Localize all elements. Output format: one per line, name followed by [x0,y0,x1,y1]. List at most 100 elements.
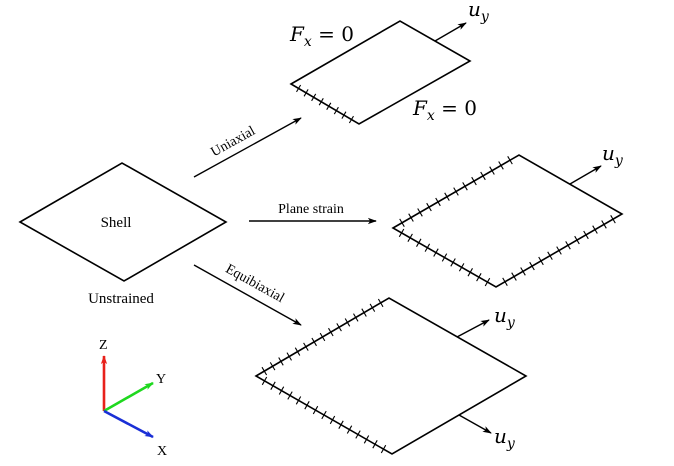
hatch-tick [321,410,327,420]
hatch-tick [278,357,284,366]
hatch-tick [261,366,268,376]
hatch-tick [574,235,580,245]
hatch-tick [369,303,376,312]
hatch-tick [520,267,526,276]
shell-label: Shell [101,215,132,231]
hatch-tick [458,263,465,272]
x-axis-label: X [157,444,167,459]
uniaxial-displacement-label: uy [468,0,490,25]
hatch-tick [450,258,456,267]
plane-strain-displacement-label: uy [602,141,624,169]
unstrained-shell [18,162,228,282]
hatch-tick [361,308,367,317]
hatch-tick [353,313,359,322]
hatch-tick [311,337,317,347]
hatch-tick [453,187,459,196]
hatch-tick [502,277,508,286]
hatch-tick [417,208,423,217]
hatch-tick [278,386,285,395]
hatch-tick [261,376,268,386]
hatch-tick [462,182,468,191]
hatch-tick [467,268,473,277]
hatch-tick [287,391,293,400]
uniaxial-displacement-arrow [434,22,467,42]
x-axis-arrow [103,409,154,439]
plane-strain-shell [391,154,624,288]
hatch-tick [344,318,351,327]
hatch-tick [471,176,477,186]
hatch-tick [480,171,486,181]
equibiaxial-displacement-bottom-arrow [458,414,492,434]
hatch-tick [498,161,504,170]
hatch-tick [489,166,495,175]
equibiaxial-displacement-bottom-label: uy [494,424,516,452]
hatch-tick [407,233,413,242]
hatch-tick [269,362,276,371]
hatch-tick [294,347,301,356]
hatch-tick [295,396,302,405]
hatch-tick [441,253,448,262]
hatch-tick [444,192,450,201]
hatch-tick [338,420,344,429]
hatch-tick [329,415,336,425]
hatch-tick [529,261,535,271]
hatch-tick [346,425,353,434]
hatch-tick [304,401,310,410]
hatch-tick [433,248,439,257]
plane-strain-label: Plane strain [278,202,344,217]
hatch-tick [348,115,354,124]
equibiaxial-shell [254,297,528,455]
y-axis-arrow [103,381,154,413]
unstrained-caption: Unstrained [88,291,154,307]
hatch-tick [592,225,598,234]
equibiaxial-displacement-top-label: uy [494,303,516,331]
equibiaxial-displacement-top-arrow [456,319,490,338]
hatch-tick [341,111,347,119]
hatch-tick [565,241,571,250]
hatch-tick [319,332,326,342]
hatch-tick [424,243,431,252]
hatch-tick [336,323,342,332]
z-axis-label: Z [99,338,108,353]
hatch-tick [303,342,309,351]
uniaxial-force-bottom-label: Fx = 0 [412,96,477,124]
hatch-tick [380,444,387,454]
hatch-tick [511,272,517,281]
hatch-tick [333,106,339,115]
hatch-tick [355,430,361,439]
plane-strain-displacement-arrow [569,165,602,185]
hatch-tick [484,277,491,287]
hatch-tick [311,93,317,102]
hatch-tick [286,352,292,361]
hatch-tick [426,202,432,212]
hatch-tick [435,197,441,207]
hatch-tick [312,405,319,415]
hatch-tick [328,327,334,337]
hatch-tick [408,213,414,222]
hatch-tick [326,102,332,110]
hatch-tick [377,298,384,308]
hatch-tick [507,156,513,165]
uniaxial-force-top-label: Fx = 0 [289,22,354,50]
hatch-tick [583,230,589,240]
hatch-tick [399,218,405,227]
hatch-tick [303,89,309,97]
hatch-tick [318,98,324,106]
hatch-tick [601,220,607,229]
hatch-tick [538,256,544,266]
uniaxial-arrow [193,117,302,178]
hatch-tick [547,251,553,260]
hatch-tick [398,228,405,238]
hatch-tick [296,84,302,93]
coordinate-axes-icon: Z Y X [99,338,167,459]
hatch-tick [416,238,422,247]
hatch-tick [556,246,562,255]
equibiaxial-fixed-edge-ticks [261,298,387,454]
equibiaxial-arrow [193,264,302,326]
uniaxial-fixed-edge-ticks [296,84,354,124]
hatch-tick [476,273,482,282]
hatch-tick [363,435,370,444]
plane-strain-fixed-edge-ticks [398,156,616,287]
